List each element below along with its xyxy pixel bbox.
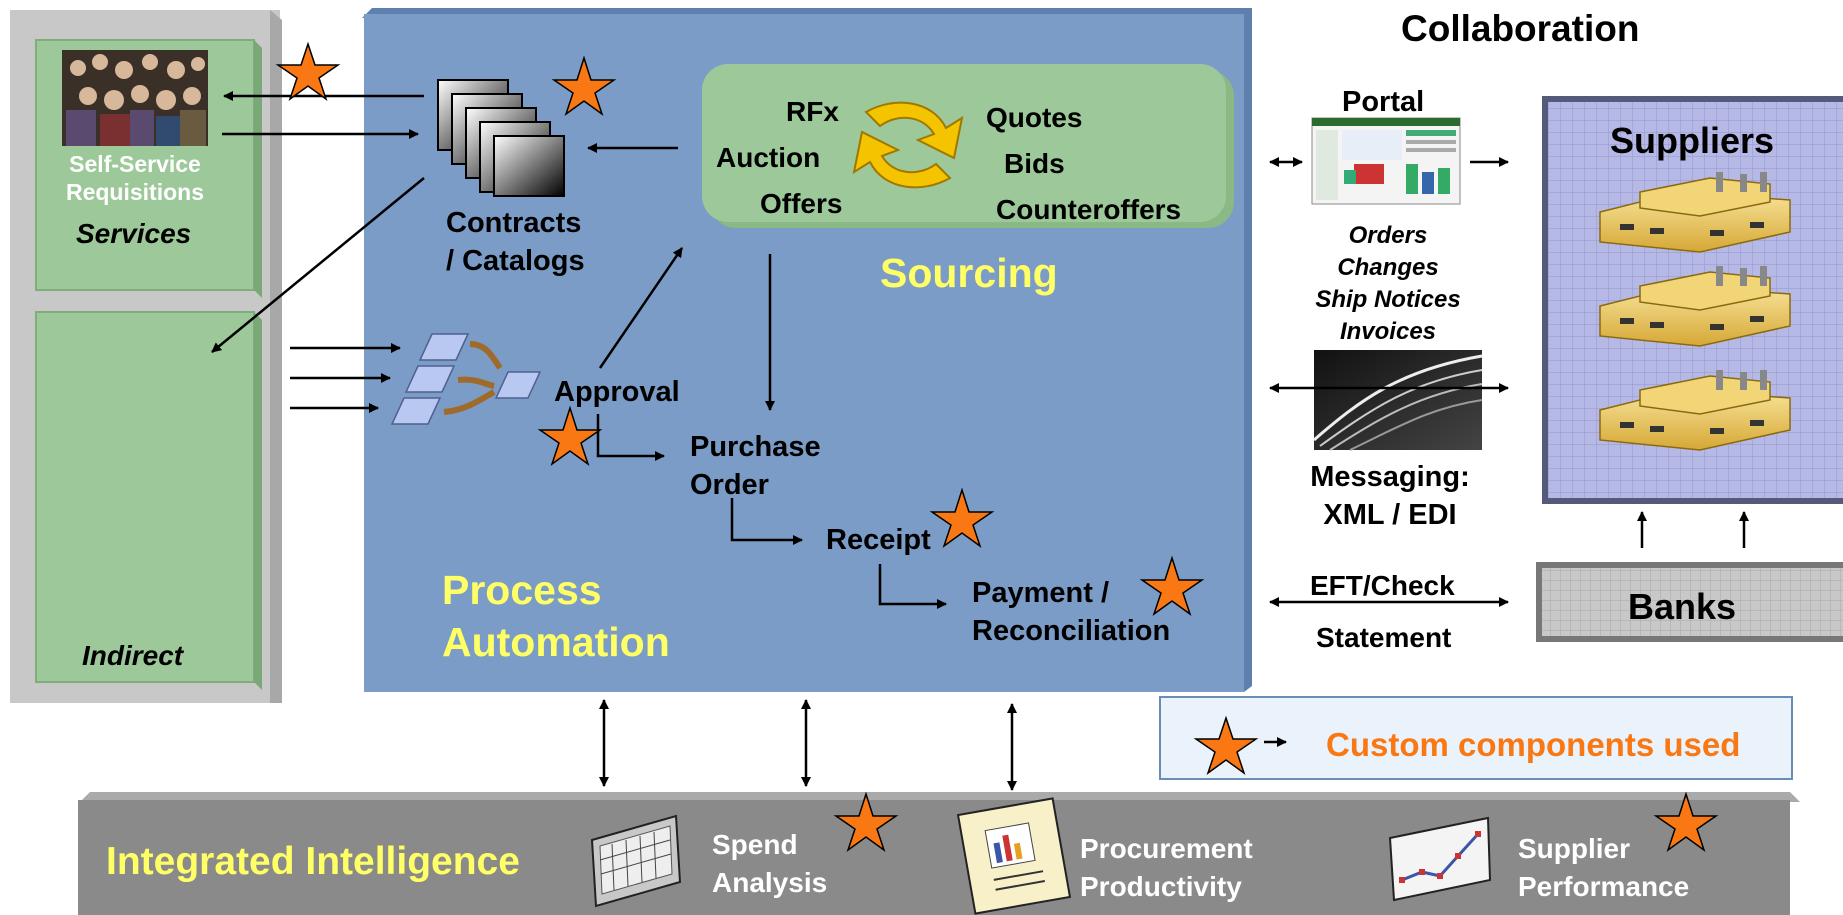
sourcing-bids: Bids: [1004, 148, 1065, 179]
suppliers-title: Suppliers: [1610, 120, 1775, 161]
banks-title: Banks: [1628, 586, 1737, 627]
indirect-label: Indirect: [82, 640, 184, 671]
people-photo-icon: [62, 50, 208, 146]
collaboration-title: Collaboration: [1401, 8, 1640, 49]
spend-analysis-label: Spend Analysis: [712, 829, 828, 898]
highway-photo-icon: [1313, 350, 1483, 451]
sourcing-rfx: RFx: [786, 96, 839, 127]
sourcing-title: Sourcing: [880, 250, 1058, 296]
legend-box: [1159, 696, 1793, 780]
eft-label: EFT/Check: [1310, 570, 1455, 601]
receipt-label: Receipt: [826, 524, 931, 556]
sourcing-counteroffers: Counteroffers: [996, 194, 1182, 225]
sourcing-offers: Offers: [760, 188, 843, 219]
portal-documents: Orders Changes Ship Notices Invoices: [1315, 222, 1461, 345]
sourcing-auction: Auction: [716, 142, 821, 173]
services-label: Services: [76, 218, 192, 249]
process-automation-title: Process Automation: [442, 567, 670, 665]
portal-screen-icon: [1311, 117, 1461, 205]
messaging-label: Messaging: XML / EDI: [1310, 461, 1470, 531]
approval-label: Approval: [554, 376, 680, 408]
legend-label: Custom components used: [1326, 726, 1741, 763]
supplier-performance-label: Supplier Performance: [1518, 833, 1690, 902]
self-service-label: Self-Service Requisitions: [65, 151, 204, 205]
banks-box: [1536, 562, 1843, 642]
sourcing-box: [702, 64, 1234, 228]
sourcing-quotes: Quotes: [986, 102, 1083, 133]
payment-label: Payment / Reconciliation: [972, 577, 1171, 647]
contracts-label: Contracts / Catalogs: [446, 207, 585, 277]
intelligence-title: Integrated Intelligence: [106, 840, 520, 883]
purchase-order-label: Purchase Order: [690, 431, 821, 501]
intelligence-bar: [78, 792, 1800, 915]
suppliers-box: [1542, 96, 1843, 504]
statement-label: Statement: [1316, 622, 1452, 653]
procurement-productivity-label: Procurement Productivity: [1080, 833, 1253, 902]
portal-label: Portal: [1342, 86, 1425, 118]
